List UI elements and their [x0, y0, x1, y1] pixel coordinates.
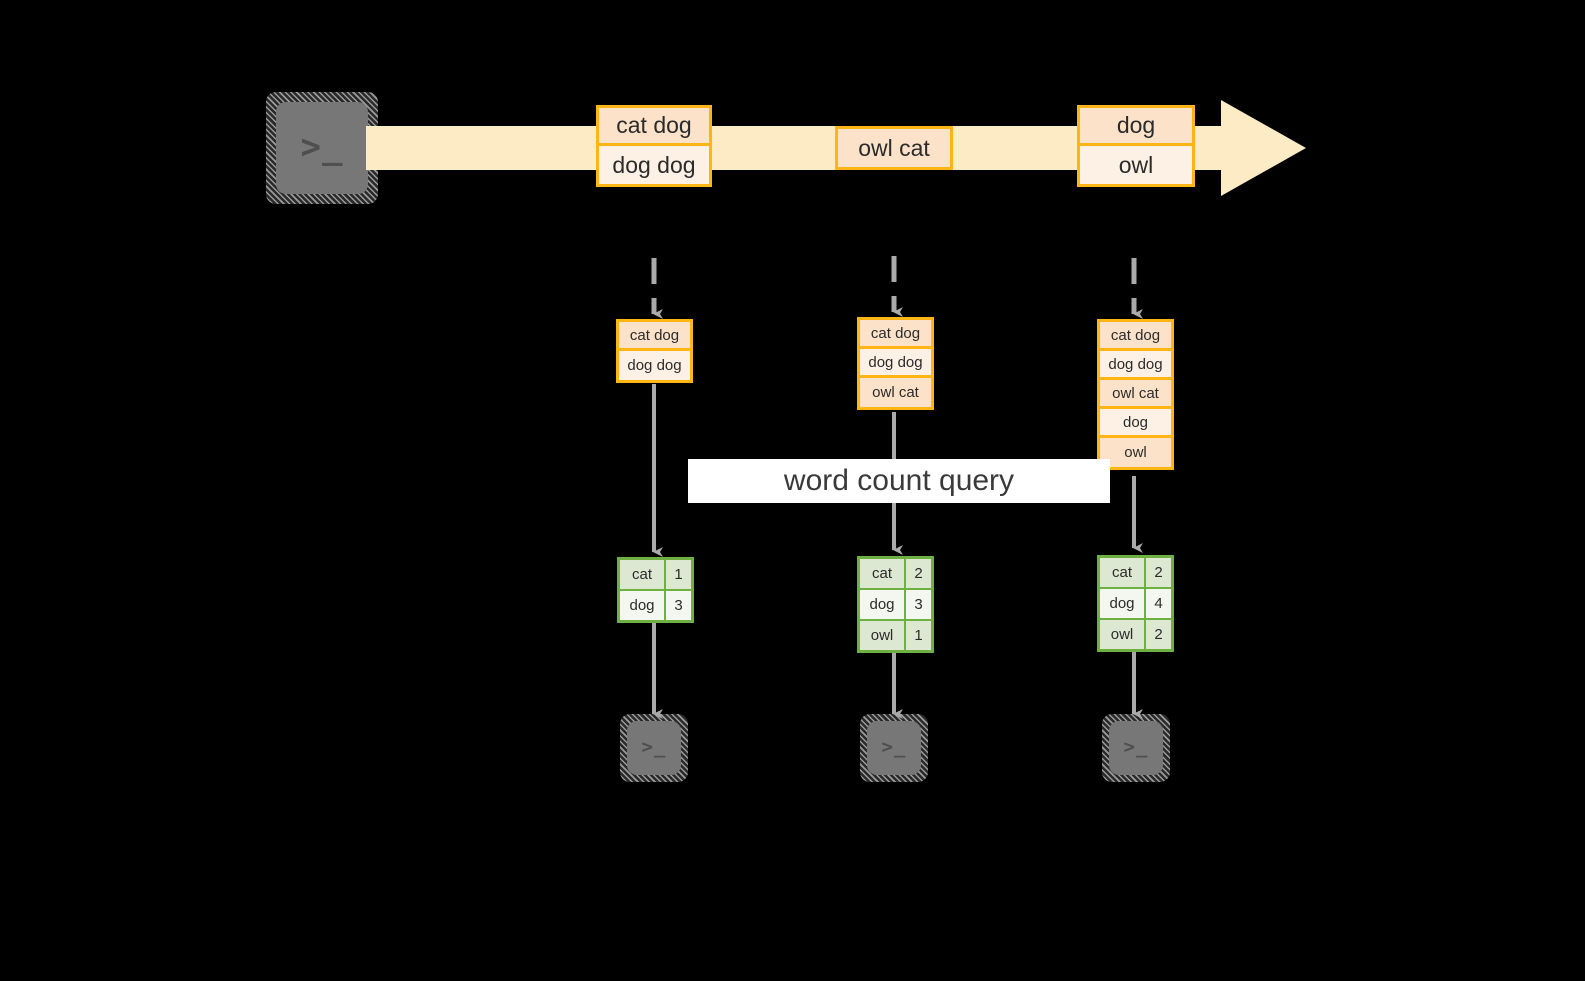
snapshot-2-input-records: cat dog dog dog owl cat	[857, 317, 934, 410]
result-count: 3	[666, 591, 691, 620]
stream-record: owl	[1080, 146, 1192, 184]
result-count: 2	[906, 559, 931, 588]
result-word: owl	[860, 621, 906, 650]
terminal-prompt-glyph: >_	[1123, 735, 1149, 758]
snapshot-1-sink-terminal-icon: >_	[620, 714, 688, 782]
result-word: cat	[1100, 558, 1146, 587]
result-count: 2	[1146, 558, 1171, 587]
stream-record: cat dog	[599, 108, 709, 146]
stream-group-3: dog owl	[1077, 105, 1195, 187]
input-record: cat dog	[860, 320, 931, 349]
input-record: owl cat	[860, 378, 931, 407]
table-row: dog 3	[620, 591, 691, 620]
stream-record: dog	[1080, 108, 1192, 146]
result-word: owl	[1100, 620, 1146, 649]
snapshot-1-input-records: cat dog dog dog	[616, 319, 693, 383]
input-record: dog dog	[1100, 351, 1171, 380]
result-count: 3	[906, 590, 931, 619]
query-label-band: word count query	[688, 459, 1110, 503]
stream-record: dog dog	[599, 146, 709, 184]
snapshot-3-result-table: cat 2 dog 4 owl 2	[1097, 555, 1174, 652]
table-row: owl 2	[1100, 620, 1171, 649]
input-record: owl cat	[1100, 380, 1171, 409]
input-record: owl	[1100, 438, 1171, 467]
terminal-prompt-glyph: >_	[300, 127, 344, 167]
terminal-face	[867, 721, 921, 775]
table-row: dog 3	[860, 590, 931, 621]
terminal-face	[1109, 721, 1163, 775]
input-record: dog dog	[619, 351, 690, 380]
snapshot-2-result-table: cat 2 dog 3 owl 1	[857, 556, 934, 653]
source-terminal-icon: >_	[266, 92, 378, 204]
result-count: 1	[666, 560, 691, 589]
result-word: cat	[860, 559, 906, 588]
table-row: cat 2	[1100, 558, 1171, 589]
snapshot-2-sink-terminal-icon: >_	[860, 714, 928, 782]
result-word: dog	[860, 590, 906, 619]
result-count: 2	[1146, 620, 1171, 649]
query-label: word count query	[783, 464, 1015, 497]
result-count: 1	[906, 621, 931, 650]
stream-group-1: cat dog dog dog	[596, 105, 712, 187]
snapshot-1-result-table: cat 1 dog 3	[617, 557, 694, 623]
input-record: cat dog	[1100, 322, 1171, 351]
result-count: 4	[1146, 589, 1171, 618]
table-row: dog 4	[1100, 589, 1171, 620]
terminal-face	[627, 721, 681, 775]
snapshot-3-input-records: cat dog dog dog owl cat dog owl	[1097, 319, 1174, 470]
snapshot-3-sink-terminal-icon: >_	[1102, 714, 1170, 782]
stream-group-2: owl cat	[835, 126, 953, 170]
input-record: cat dog	[619, 322, 690, 351]
result-word: dog	[1100, 589, 1146, 618]
terminal-face	[276, 102, 368, 194]
table-row: cat 1	[620, 560, 691, 591]
table-row: owl 1	[860, 621, 931, 650]
input-record: dog	[1100, 409, 1171, 438]
terminal-prompt-glyph: >_	[641, 735, 667, 758]
stream-record: owl cat	[838, 129, 950, 167]
input-record: dog dog	[860, 349, 931, 378]
terminal-prompt-glyph: >_	[881, 735, 907, 758]
result-word: dog	[620, 591, 666, 620]
result-word: cat	[620, 560, 666, 589]
table-row: cat 2	[860, 559, 931, 590]
